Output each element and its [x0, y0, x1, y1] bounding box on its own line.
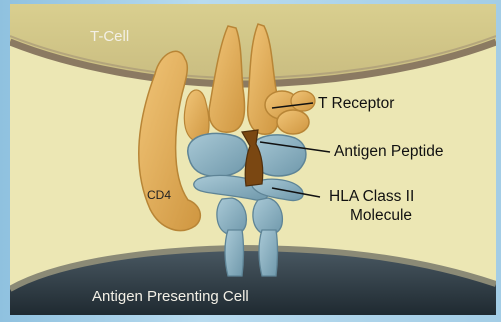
diagram-panel: T-Cell T Receptor Antigen Peptide HLA Cl… — [10, 4, 496, 315]
antigen-peptide-label: Antigen Peptide — [334, 143, 443, 160]
t-receptor-label: T Receptor — [318, 95, 394, 112]
t-cell-label: T-Cell — [90, 29, 129, 46]
hla-class-ii-label: HLA Class II — [329, 188, 414, 205]
molecule-label: Molecule — [350, 207, 412, 224]
cd4-label: CD4 — [147, 189, 171, 202]
apc-label: Antigen Presenting Cell — [92, 289, 249, 306]
